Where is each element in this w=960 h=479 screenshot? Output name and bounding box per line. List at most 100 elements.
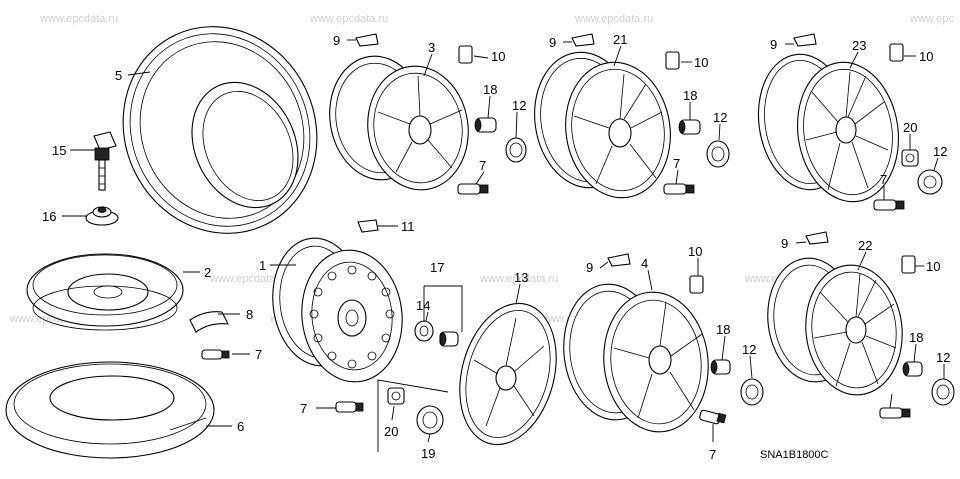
lug-nut-part-18[interactable] bbox=[474, 117, 497, 133]
valve-stem-part-7[interactable] bbox=[201, 349, 230, 360]
washer-part-14[interactable] bbox=[414, 320, 434, 342]
tire-part-5[interactable] bbox=[90, 0, 351, 265]
callout-11[interactable]: 11 bbox=[401, 219, 415, 234]
wheel-part-22[interactable] bbox=[762, 254, 909, 400]
wheel-part-4[interactable] bbox=[557, 279, 715, 437]
callout-18[interactable]: 18 bbox=[716, 322, 730, 337]
wheel-part-21[interactable] bbox=[526, 46, 679, 205]
center-cap-part-12[interactable] bbox=[931, 378, 955, 406]
callouts: 5 15 16 2 8 7 6 9 3 10 18 12 7 9 21 10 1… bbox=[42, 32, 950, 462]
valve-stem-part-7[interactable] bbox=[663, 183, 695, 195]
callout-7[interactable]: 7 bbox=[880, 172, 887, 187]
callout-10[interactable]: 10 bbox=[491, 49, 505, 64]
callout-1[interactable]: 1 bbox=[259, 258, 266, 273]
callout-17[interactable]: 17 bbox=[430, 260, 444, 275]
callout-6[interactable]: 6 bbox=[237, 419, 244, 434]
valve-stem-part-7[interactable] bbox=[699, 409, 727, 425]
center-cap-part-12[interactable] bbox=[740, 378, 764, 406]
callout-19[interactable]: 19 bbox=[421, 446, 435, 461]
callout-7[interactable]: 7 bbox=[479, 158, 486, 173]
callout-9[interactable]: 9 bbox=[781, 236, 788, 251]
leader-lines bbox=[62, 39, 945, 443]
balance-weight-part-9[interactable] bbox=[805, 231, 829, 245]
callout-9[interactable]: 9 bbox=[549, 35, 556, 50]
callout-9[interactable]: 9 bbox=[770, 37, 777, 52]
balance-weight-part-9[interactable] bbox=[571, 33, 595, 47]
callout-7[interactable]: 7 bbox=[709, 447, 716, 462]
lug-nut-part-18[interactable] bbox=[678, 119, 701, 135]
balance-weight-part-11[interactable] bbox=[357, 219, 379, 233]
watermark: www.epcdata.ru bbox=[309, 13, 388, 25]
callout-16[interactable]: 16 bbox=[42, 209, 56, 224]
nut-part-16[interactable] bbox=[85, 206, 119, 226]
callout-7[interactable]: 7 bbox=[255, 347, 262, 362]
label-part-8[interactable] bbox=[189, 311, 229, 333]
callout-20[interactable]: 20 bbox=[384, 424, 398, 439]
center-cap-part-12[interactable] bbox=[706, 140, 730, 168]
callout-10[interactable]: 10 bbox=[919, 49, 933, 64]
wheel-cover-part-13[interactable] bbox=[445, 293, 571, 456]
lug-nut-part-18[interactable] bbox=[902, 361, 923, 377]
callout-12[interactable]: 12 bbox=[713, 110, 727, 125]
watermark: www.epcdata.ru bbox=[209, 273, 288, 285]
callout-8[interactable]: 8 bbox=[246, 307, 253, 322]
callout-9[interactable]: 9 bbox=[333, 33, 340, 48]
watermark: www.epcdata.ru bbox=[574, 13, 653, 25]
callout-12[interactable]: 12 bbox=[742, 342, 756, 357]
valve-stem-part-7[interactable] bbox=[335, 401, 364, 413]
callout-10[interactable]: 10 bbox=[688, 244, 702, 259]
lug-nut-part-20[interactable] bbox=[901, 149, 919, 167]
bracket-outline bbox=[377, 379, 449, 452]
lug-nut-part-18[interactable] bbox=[710, 359, 731, 375]
valve-stem-part-7[interactable] bbox=[873, 199, 905, 211]
callout-12[interactable]: 12 bbox=[933, 144, 947, 159]
balance-weight-part-10[interactable] bbox=[689, 275, 704, 294]
center-cap-part-12[interactable] bbox=[505, 137, 527, 163]
wheel-part-23[interactable] bbox=[750, 48, 907, 208]
callout-15[interactable]: 15 bbox=[52, 143, 66, 158]
watermark: www.epcdata.ru bbox=[479, 273, 558, 285]
callout-14[interactable]: 14 bbox=[416, 298, 430, 313]
wheel-nut-part-17[interactable] bbox=[439, 331, 459, 347]
callout-13[interactable]: 13 bbox=[514, 270, 528, 285]
callout-10[interactable]: 10 bbox=[926, 259, 940, 274]
callout-18[interactable]: 18 bbox=[683, 88, 697, 103]
callout-18[interactable]: 18 bbox=[483, 82, 497, 97]
balance-weight-part-9[interactable] bbox=[355, 33, 379, 47]
balance-weight-part-9[interactable] bbox=[793, 33, 817, 47]
center-cap-part-12[interactable] bbox=[917, 169, 943, 195]
callout-23[interactable]: 23 bbox=[852, 38, 866, 53]
callout-20[interactable]: 20 bbox=[903, 120, 917, 135]
center-cap-part-19[interactable] bbox=[416, 405, 444, 435]
callout-21[interactable]: 21 bbox=[613, 32, 627, 47]
balance-weight-part-10[interactable] bbox=[458, 45, 473, 64]
callout-12[interactable]: 12 bbox=[936, 350, 950, 365]
lug-nut-part-20[interactable] bbox=[387, 387, 405, 405]
spare-tire-part-6[interactable] bbox=[5, 361, 215, 459]
valve-stem-part-7[interactable] bbox=[879, 407, 911, 419]
callout-10[interactable]: 10 bbox=[694, 55, 708, 70]
balance-weight-part-9[interactable] bbox=[607, 253, 631, 267]
steel-wheel-part-1[interactable] bbox=[267, 234, 409, 387]
callout-7[interactable]: 7 bbox=[300, 401, 307, 416]
diagram-code: SNA1B1800C bbox=[760, 449, 829, 461]
watermark: www.epc bbox=[909, 13, 955, 25]
valve-stem-part-7[interactable] bbox=[457, 183, 489, 195]
callout-9[interactable]: 9 bbox=[586, 260, 593, 275]
callout-22[interactable]: 22 bbox=[858, 238, 872, 253]
callout-12[interactable]: 12 bbox=[512, 98, 526, 113]
spare-rim-part-2[interactable] bbox=[26, 253, 184, 331]
wheel-part-3[interactable] bbox=[322, 50, 476, 196]
callout-3[interactable]: 3 bbox=[428, 40, 435, 55]
balance-weight-part-10[interactable] bbox=[889, 43, 904, 62]
callout-7[interactable]: 7 bbox=[673, 156, 680, 171]
balance-weight-part-10[interactable] bbox=[901, 255, 916, 274]
watermark: www.epcdata.ru bbox=[39, 13, 118, 25]
callout-5[interactable]: 5 bbox=[115, 68, 122, 83]
callout-4[interactable]: 4 bbox=[641, 256, 648, 271]
valve-part-15[interactable] bbox=[93, 131, 117, 191]
balance-weight-part-10[interactable] bbox=[665, 51, 680, 70]
callout-2[interactable]: 2 bbox=[204, 265, 211, 280]
callout-18[interactable]: 18 bbox=[909, 330, 923, 345]
